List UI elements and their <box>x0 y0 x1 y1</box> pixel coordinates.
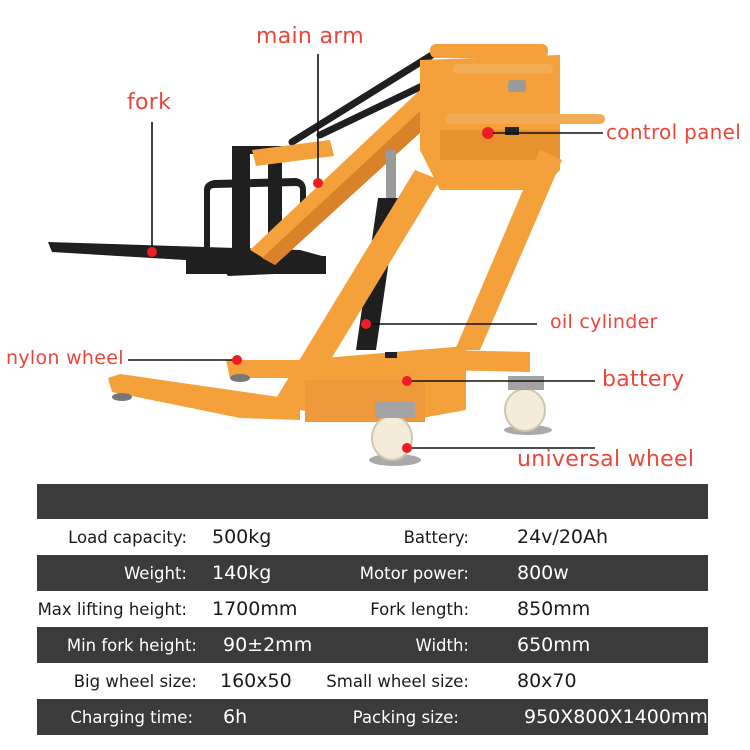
callout-battery: battery <box>602 367 685 392</box>
callout-control-panel: control panel <box>606 120 742 144</box>
spec-label: Motor power: <box>359 563 469 583</box>
spec-value: 160x50 <box>220 670 292 692</box>
spec-label: Battery: <box>403 527 469 547</box>
front-leg <box>272 170 440 410</box>
spec-value: 650mm <box>517 634 591 656</box>
spec-row: Min fork height: 90±2mm Width: 650mm <box>37 627 708 663</box>
callout-universal-wheel: universal wheel <box>517 447 695 472</box>
spec-value: 850mm <box>517 598 591 620</box>
base-frame <box>108 346 530 422</box>
spec-value: 90±2mm <box>223 634 313 656</box>
callout-main-arm: main arm <box>256 24 364 49</box>
stacker-drawing <box>48 44 605 466</box>
spec-value: 1700mm <box>212 598 298 620</box>
marker-dots <box>147 128 493 453</box>
spec-row: Max lifting height: 1700mm Fork length: … <box>37 591 708 627</box>
spec-label: Max lifting height: <box>37 599 187 619</box>
spec-label: Min fork height: <box>66 635 197 655</box>
spec-label: Packing size: <box>352 707 459 727</box>
spec-value: 6h <box>223 706 248 728</box>
rear-leg <box>455 150 562 350</box>
spec-value: 500kg <box>212 526 272 548</box>
spec-row: Big wheel size: 160x50 Small wheel size:… <box>37 663 708 699</box>
spec-value: 80x70 <box>517 670 577 692</box>
spec-table: Load capacity: 500kg Battery: 24v/20Ah W… <box>37 484 708 735</box>
control-head <box>420 44 605 190</box>
spec-label: Weight: <box>123 563 187 583</box>
spec-label: Width: <box>415 635 470 655</box>
leader-lines <box>128 54 603 449</box>
spec-value: 950X800X1400mm <box>524 706 708 728</box>
spec-table-header <box>37 484 708 519</box>
spec-value: 24v/20Ah <box>517 526 609 548</box>
spec-row: Weight: 140kg Motor power: 800w <box>37 555 708 591</box>
wheels <box>112 374 552 466</box>
callout-oil-cylinder: oil cylinder <box>550 311 658 333</box>
spec-row: Load capacity: 500kg Battery: 24v/20Ah <box>37 519 708 555</box>
product-illustration: main arm fork control panel oil cylinder… <box>6 24 742 472</box>
spec-label: Charging time: <box>70 707 193 727</box>
spec-label: Fork length: <box>370 599 469 619</box>
spec-value: 800w <box>517 562 569 584</box>
spec-label: Big wheel size: <box>73 671 197 691</box>
spec-label: Load capacity: <box>68 527 187 547</box>
spec-value: 140kg <box>212 562 272 584</box>
callout-nylon-wheel: nylon wheel <box>6 347 124 369</box>
spec-row: Charging time: 6h Packing size: 950X800X… <box>37 699 708 735</box>
spec-label: Small wheel size: <box>326 671 469 691</box>
spec-header-text <box>37 484 187 519</box>
callout-fork: fork <box>127 90 172 115</box>
